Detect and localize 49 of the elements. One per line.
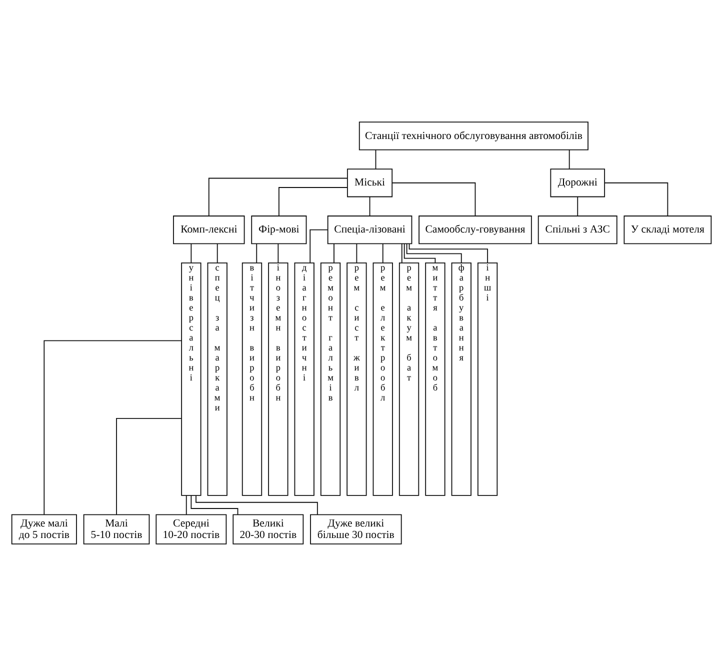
node-box: Комп-лексні [173,216,245,244]
node-box: іноземн виробн [268,262,288,496]
node-box: діагностичні [294,262,314,496]
node-box: Спеціа-лізовані [327,216,412,244]
connector [401,243,402,264]
connector [404,243,436,264]
connector [568,150,570,170]
node-box: спец за марками [207,262,228,496]
connector [604,182,668,216]
node-box: Дуже малі до 5 постів [11,514,77,544]
connector [577,196,578,216]
connector [44,340,182,515]
connector [408,243,488,264]
node-box: Малі 5-10 постів [83,514,150,544]
connector [375,150,376,170]
connector [310,229,328,264]
connector [116,418,182,516]
node-box: рем сист живл [346,262,367,496]
node-box: рем акум бат [398,262,420,496]
connector [186,495,187,515]
connector [216,243,218,264]
node-box: У складі мотеля [624,216,712,244]
node-box: Міські [346,168,393,198]
node-box: Фір-мові [251,216,307,244]
node-box: Самообслу-говування [418,216,532,244]
node-box: інші [477,262,498,496]
connector [256,243,258,264]
node-box: Середні 10-20 постів [156,514,227,544]
connector [278,187,348,216]
node-box: миття автомоб [425,262,446,496]
connector [208,178,348,216]
connector [406,243,462,264]
node-box: вітчизн виробн [242,262,262,496]
connector [382,243,384,264]
node-box: Великі 20-30 постів [232,514,304,544]
node-box: ремонт гальмів [320,262,341,496]
node-box: Станції технічного обслуговування автомобілів [358,122,588,150]
node-box: фарбування [451,262,472,496]
node-box: універсальні [181,262,202,496]
connector [278,243,279,264]
connector [392,182,476,216]
connector [369,196,370,216]
node-box: Спільні з АЗС [538,216,618,244]
node-box: рем електрообл [372,262,393,496]
connector [190,243,192,264]
connector [190,495,238,516]
node-box: Дуже великі більше 30 постів [310,514,402,544]
connector [356,243,358,264]
node-box: Дорожні [550,168,606,198]
